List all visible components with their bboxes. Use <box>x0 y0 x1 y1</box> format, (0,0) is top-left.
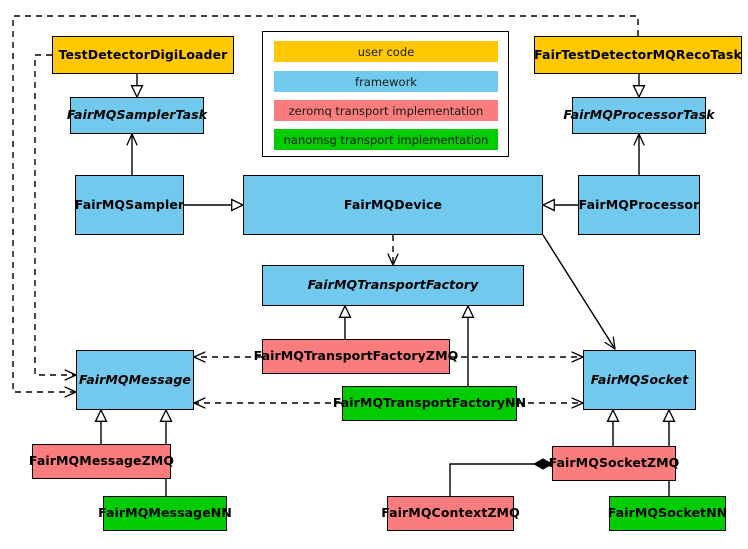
class-box-fairmqdevice[interactable]: FairMQDevice <box>243 175 543 235</box>
class-box-label: FairMQSocketZMQ <box>548 455 680 471</box>
class-box-label: FairMQTransportFactoryNN <box>332 395 527 411</box>
class-box-fairmqsocket[interactable]: FairMQSocket <box>583 350 696 410</box>
class-box-label: FairMQDevice <box>343 196 443 212</box>
class-box-fairmqmessagenn[interactable]: FairMQMessageNN <box>98 496 232 531</box>
class-box-fairmqmessage[interactable]: FairMQMessage <box>76 350 194 410</box>
class-box-fairmqsocketnn[interactable]: FairMQSocketNN <box>607 496 728 531</box>
edge-device-socket <box>542 234 615 349</box>
legend-label-framework: framework <box>355 74 417 89</box>
class-box-label: TestDetectorDigiLoader <box>58 46 228 62</box>
class-box-fairmqsocketzmq[interactable]: FairMQSocketZMQ <box>549 446 679 481</box>
class-box-label: FairMQSamplerTask <box>66 107 208 123</box>
class-box-fairmqtransportfactoryzmq[interactable]: FairMQTransportFactoryZMQ <box>254 339 458 374</box>
class-box-label: FairTestDetectorMQRecoTask <box>534 46 742 62</box>
legend-item-user-code: user code <box>274 41 498 62</box>
class-box-fairmqmessagezmq[interactable]: FairMQMessageZMQ <box>28 444 175 479</box>
edge-contextzmq-socketzmq <box>449 464 552 496</box>
class-box-fairmqsampler[interactable]: FairMQSampler <box>75 175 184 235</box>
legend-label-zeromq: zeromq transport implementation <box>288 103 484 118</box>
edge-digiloader-message <box>34 54 76 375</box>
class-box-fairmqprocessortask[interactable]: FairMQProcessorTask <box>563 97 715 134</box>
legend-panel: user code framework zeromq transport imp… <box>262 31 509 157</box>
legend-item-nanomsg: nanomsg transport implementation <box>274 129 498 150</box>
class-box-fairmqsamplertask[interactable]: FairMQSamplerTask <box>66 97 208 134</box>
class-box-label: FairMQSampler <box>74 196 185 212</box>
edge-recotask-message <box>12 15 639 392</box>
class-box-label: FairMQContextZMQ <box>381 505 520 521</box>
legend-label-nanomsg: nanomsg transport implementation <box>283 132 489 147</box>
class-box-label: FairMQMessageNN <box>98 505 232 521</box>
class-box-fairmqtransportfactorynn[interactable]: FairMQTransportFactoryNN <box>333 386 526 421</box>
class-box-label: FairMQSocketNN <box>607 505 728 521</box>
class-box-fairtestdetectormqrecotask[interactable]: FairTestDetectorMQRecoTask <box>534 36 742 74</box>
class-box-fairmqcontextzmq[interactable]: FairMQContextZMQ <box>381 496 520 531</box>
legend-label-user-code: user code <box>357 44 415 59</box>
class-box-label: FairMQTransportFactory <box>307 277 479 293</box>
class-box-testdetectordigiloader[interactable]: TestDetectorDigiLoader <box>52 36 234 74</box>
class-box-label: FairMQTransportFactoryZMQ <box>253 348 459 364</box>
class-box-fairmqtransportfactory[interactable]: FairMQTransportFactory <box>262 265 524 306</box>
legend-item-framework: framework <box>274 71 498 92</box>
class-box-fairmqprocessor[interactable]: FairMQProcessor <box>578 175 700 235</box>
class-box-label: FairMQProcessorTask <box>563 107 715 123</box>
class-box-label: FairMQMessage <box>78 371 191 387</box>
class-box-label: FairMQMessageZMQ <box>28 453 175 469</box>
legend-item-zeromq: zeromq transport implementation <box>274 100 498 121</box>
class-box-label: FairMQSocket <box>590 371 689 387</box>
class-box-label: FairMQProcessor <box>578 196 700 212</box>
